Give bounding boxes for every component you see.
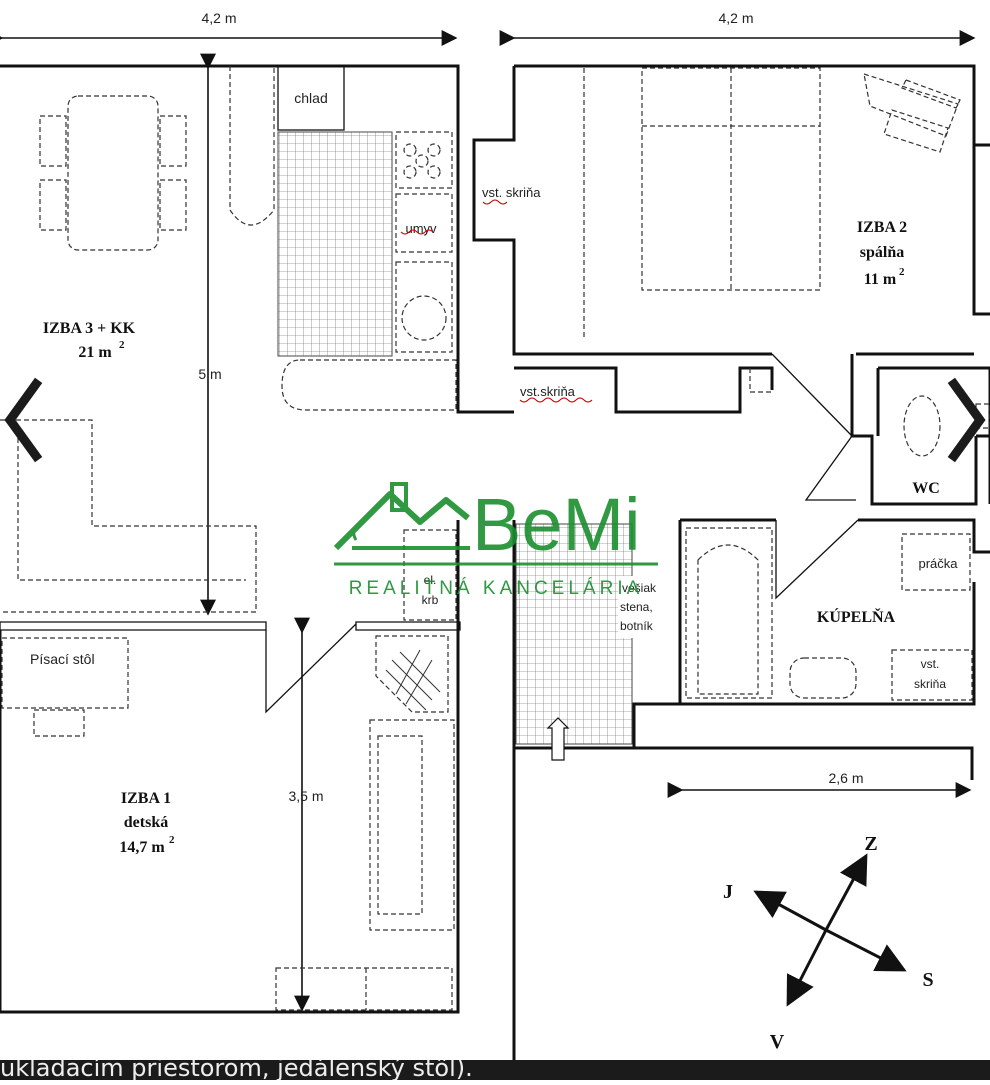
room2-area-sup: 2 xyxy=(899,266,905,278)
brand-tagline: REALITNÁ KANCELÁRIA xyxy=(349,578,644,599)
bemi-watermark: BeMi REALITNÁ KANCELÁRIA xyxy=(333,482,658,599)
bed-room1 xyxy=(369,719,455,931)
sofa xyxy=(0,419,257,613)
bath-wardrobe-label-1: vst. xyxy=(921,657,940,671)
fireplace-label-el: el. xyxy=(424,573,437,587)
desk xyxy=(1,637,129,709)
room2-subtitle: spálňa xyxy=(860,244,904,261)
house-logo-icon xyxy=(333,482,470,551)
compass-v: V xyxy=(770,1031,785,1053)
compass: Z S V J xyxy=(723,833,934,1053)
bath-wardrobe-label-2: skriňa xyxy=(914,677,946,691)
chevron-right-icon xyxy=(947,377,986,463)
gallery-prev-button[interactable] xyxy=(0,377,44,463)
dimension-lines: 4,2 m 4,2 m 5 m 3,5 m 2,6 m xyxy=(0,10,976,1012)
coat-rack-label-3: botník xyxy=(620,619,654,633)
room3-area: 21 m xyxy=(78,344,112,361)
wc-label: WC xyxy=(912,480,940,497)
room3-area-sup: 2 xyxy=(119,339,125,351)
bedroom-wardrobe-label: vst. skriňa xyxy=(482,185,541,200)
compass-z: Z xyxy=(864,833,877,855)
brand-name: BeMi xyxy=(472,483,641,566)
room1-area-sup: 2 xyxy=(169,834,175,846)
room2-name: IZBA 2 xyxy=(857,219,907,236)
compass-j: J xyxy=(723,881,733,903)
sink xyxy=(395,193,453,253)
sink-label: umyv xyxy=(405,221,437,236)
fireplace-label-krb: krb xyxy=(422,593,439,607)
room3-name: IZBA 3 + KK xyxy=(43,320,136,337)
room1-furniture: Písací stôl xyxy=(1,635,455,1011)
fireplace: el. krb xyxy=(403,529,457,621)
chevron-left-icon xyxy=(4,377,43,463)
caption-text: ukladacím priestorom, jedálenský stôl). xyxy=(0,1060,473,1080)
kitchen: chlad umyv xyxy=(229,65,457,411)
room1-subtitle: detská xyxy=(124,814,168,831)
walls xyxy=(0,64,990,1060)
bathroom-fixtures: práčka vst. skriňa KÚPELŇA xyxy=(685,527,973,701)
room1-name: IZBA 1 xyxy=(121,790,171,807)
bathroom-label: KÚPELŇA xyxy=(817,607,896,626)
dining-table xyxy=(39,95,187,251)
room1-area: 14,7 m xyxy=(119,839,165,856)
coat-rack-label-1: vešiak xyxy=(622,581,657,595)
room-labels: IZBA 3 + KK 21 m 2 IZBA 2 spálňa 11 m 2 … xyxy=(43,219,907,856)
gallery-next-button[interactable] xyxy=(946,377,990,463)
fridge-label: chlad xyxy=(294,90,327,106)
bedroom-furniture: vst. skriňa xyxy=(482,67,961,340)
dim-room1-height: 3,5 m xyxy=(288,788,323,804)
caption-bar: ukladacím priestorom, jedálenský stôl). xyxy=(0,1060,990,1080)
desk-label: Písací stôl xyxy=(30,651,95,667)
hall-wardrobe-label: vst.skriňa xyxy=(520,384,576,399)
coat-rack-label-2: stena, xyxy=(620,600,653,614)
dim-left-height: 5 m xyxy=(198,366,221,382)
dim-bottom-right: 2,6 m xyxy=(828,770,863,786)
dim-top-left: 4,2 m xyxy=(201,10,236,26)
room2-area: 11 m xyxy=(864,271,897,288)
compass-s: S xyxy=(922,969,933,991)
washer-label: práčka xyxy=(918,556,958,571)
dim-top-right: 4,2 m xyxy=(718,10,753,26)
fridge xyxy=(277,65,345,131)
